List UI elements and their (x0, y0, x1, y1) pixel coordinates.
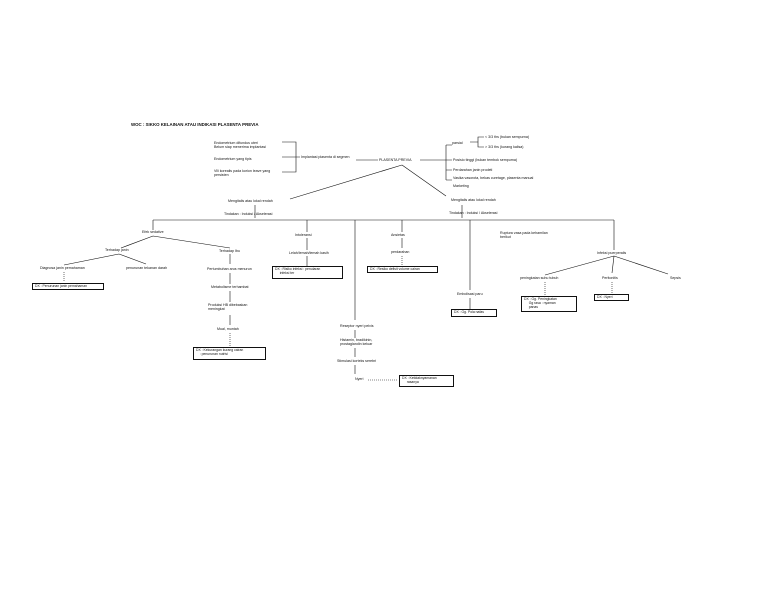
branch1-head: Efek sedative (142, 230, 164, 234)
type-1: < 3/3 ths (bukan sempurna) (485, 135, 530, 139)
branch5-head: Embolisasi paru (457, 292, 483, 296)
branch1-mother: Terhadap Ibu (219, 249, 240, 253)
type-group-label: parsial (452, 141, 463, 145)
cause-thin-endometrium: Endometrium yang tipis (214, 157, 252, 161)
branch4-dx-box: DX : Resiko defisit volume cairan (367, 266, 438, 273)
branch2-dx-box: DX : Risiko infeksi : penularan infeksi … (272, 266, 343, 279)
branch6-head: Ruptura vasa pada kehamilan berikut (500, 231, 548, 240)
branch2-head: Intoleransi (295, 233, 312, 237)
branch1-nausea-dx-box: DX : Kekurangan kurang cairan : penuruna… (193, 347, 266, 360)
branch4-bleeding: perdarahan (391, 250, 410, 254)
branch6-sepsis: Sepsis (670, 276, 681, 280)
branch3-head: Reseptor nyeri pelvis (340, 324, 374, 328)
cause-villi: Vili korealis pada korion leave yang per… (214, 169, 271, 178)
type-2: > 3/3 ths (kurang kalisa) (485, 145, 524, 149)
cause-endometrium: Endometrium difundus uteri Belum siap me… (214, 141, 266, 150)
branch3-pain: Nyeri (355, 377, 364, 381)
diagram-title: WOC : SIKKO KELAINAN ATAU INDIKASI PLASE… (131, 122, 259, 127)
branch1-blood-pressure: penurunan tekanan darah (126, 266, 168, 270)
branch1-fetus-dx-box: DX : Penurunan janin pemahaman (32, 283, 104, 290)
branch6-fever-dx-box: DX : Gg. Peningkatan Gg rasa : nyaman pa… (521, 296, 577, 312)
branch6-infection: Infeksi puerperalis (597, 251, 627, 255)
branch1-flow: Pertumbuhan arus menurun (207, 267, 252, 271)
branch1-fetus: Terhadap janin (105, 248, 129, 252)
mid-right-sub: Tindakan : Induksi / Akselerasi (449, 211, 498, 215)
branch3-pain-dx-box: DX : Ketidaknyamanan rasanya (399, 375, 454, 387)
branch6-peritonitis: Peritonitis (602, 276, 618, 280)
implantation-node: Implantasi plasenta di segmen (301, 155, 350, 159)
type-6: Marketing (453, 184, 469, 188)
type-3: Posisio tinggi (bukan tembok sempurna) (453, 158, 518, 162)
branch1-nausea: Mual, muntah (217, 327, 239, 331)
type-5: Vasika vasorota, bekas curetage, plasent… (453, 176, 534, 180)
mid-right: Mengitalis atau lokal rendah (451, 198, 496, 202)
branch1-hb: Produksi HB dibebaskan meningkat (208, 303, 248, 312)
mid-left-sub: Tindakan : Induksi / Akselerasi (224, 212, 273, 216)
branch3-cortex: Stimulasi korteks serebri (337, 359, 377, 363)
branch5-dx-box: DX : Gg. Pola nafas (451, 309, 497, 317)
branch1-fetus-diagnosis: Diagnosa janin pemahaman (40, 266, 85, 270)
type-4: Perdarahan janin prodeti (453, 168, 493, 172)
branch4-head: Ansietas (391, 233, 405, 237)
branch3-histamine: Histamin, bradikinin, prostaglandin kelu… (340, 338, 373, 347)
mid-left: Mengitalis atau lokal rendah (228, 199, 273, 203)
branch2-weakness: Lelah/lemah/lemah kasih (289, 251, 329, 255)
branch6-peritonitis-dx-box: DX : Nyeri (594, 294, 629, 301)
branch1-metabolism: Metabolisme terhambat (211, 285, 249, 289)
center-node: PLASENTA PREVIA (379, 158, 412, 162)
branch6-fever: peningkatan suhu tubuh (520, 276, 559, 280)
